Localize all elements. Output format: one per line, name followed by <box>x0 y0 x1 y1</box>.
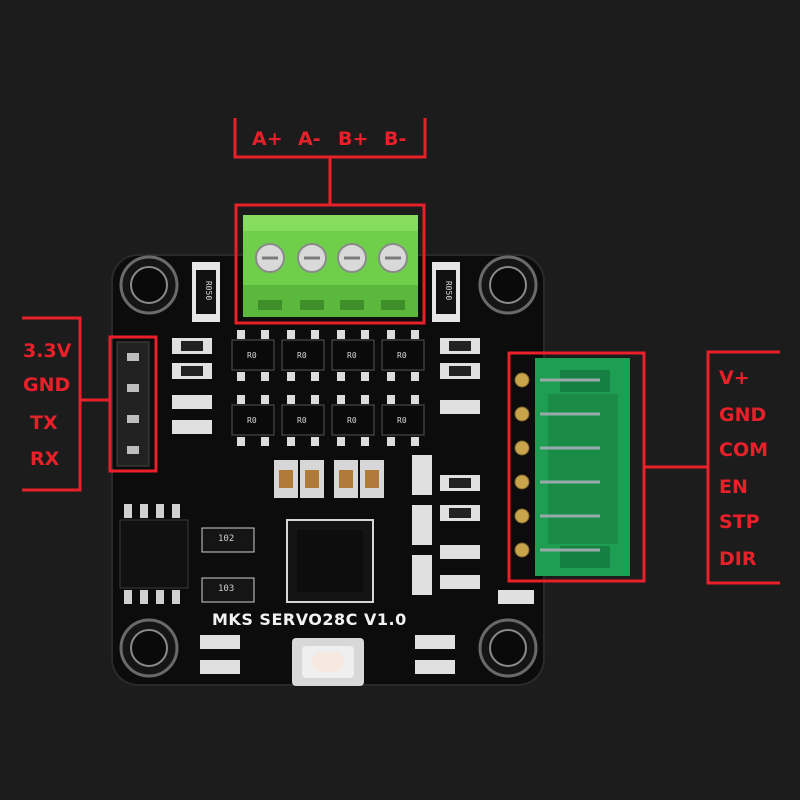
chip-102 <box>201 527 255 553</box>
control-label-vplus: V+ <box>719 367 750 389</box>
mounting-hole-top-right <box>478 255 538 315</box>
mosfet-mark-8: R0 <box>397 416 407 425</box>
sense-resistor-left-mark: R050 <box>204 280 214 301</box>
motor-label-b-minus: B- <box>384 128 407 150</box>
chip-103-mark: 103 <box>218 584 235 594</box>
mosfet-mark-3: R0 <box>347 351 357 360</box>
motor-terminal-highlight <box>234 203 426 325</box>
mosfet-mark-5: R0 <box>247 416 257 425</box>
control-label-dir: DIR <box>719 548 757 570</box>
sense-resistor-left <box>192 262 220 322</box>
control-label-stp: STP <box>719 511 760 533</box>
mosfet-mark-2: R0 <box>297 351 307 360</box>
center-capacitors <box>274 460 384 498</box>
uart-label-rx: RX <box>30 448 60 470</box>
mounting-hole-top-left <box>119 255 179 315</box>
uart-callout-bracket <box>22 316 82 492</box>
mosfet-mark-1: R0 <box>247 351 257 360</box>
control-label-en: EN <box>719 476 748 498</box>
uart-pin-header <box>116 341 150 467</box>
motor-label-a-plus: A+ <box>252 128 283 150</box>
chip-103 <box>201 577 255 603</box>
uart-header-highlight <box>108 335 158 473</box>
chip-102-mark: 102 <box>218 534 235 544</box>
mcu-chip <box>286 519 374 603</box>
control-label-com: COM <box>719 439 769 461</box>
mounting-hole-bottom-left <box>119 618 179 678</box>
mosfet-row-top <box>231 330 425 381</box>
motor-callout-bracket <box>233 118 427 205</box>
mosfet-mark-4: R0 <box>397 351 407 360</box>
uart-label-3v3: 3.3V <box>23 340 72 362</box>
reset-button <box>292 638 364 686</box>
motor-label-b-plus: B+ <box>338 128 369 150</box>
uart-label-gnd: GND <box>23 374 71 396</box>
mounting-hole-bottom-right <box>478 618 538 678</box>
mosfet-row-bottom <box>231 395 425 446</box>
control-label-gnd: GND <box>719 404 767 426</box>
motor-terminal-block <box>243 215 418 317</box>
passive-component-bodies <box>181 341 471 518</box>
sense-resistor-right-mark: R050 <box>444 280 454 301</box>
board-silkscreen-title: MKS SERVO28C V1.0 <box>212 610 407 629</box>
soic-chip <box>119 504 189 604</box>
control-connector-highlight <box>507 351 646 583</box>
motor-label-a-minus: A- <box>298 128 321 150</box>
sense-resistor-right <box>432 262 460 322</box>
uart-label-tx: TX <box>30 412 58 434</box>
mosfet-mark-6: R0 <box>297 416 307 425</box>
mosfet-mark-7: R0 <box>347 416 357 425</box>
control-connector <box>514 358 630 576</box>
